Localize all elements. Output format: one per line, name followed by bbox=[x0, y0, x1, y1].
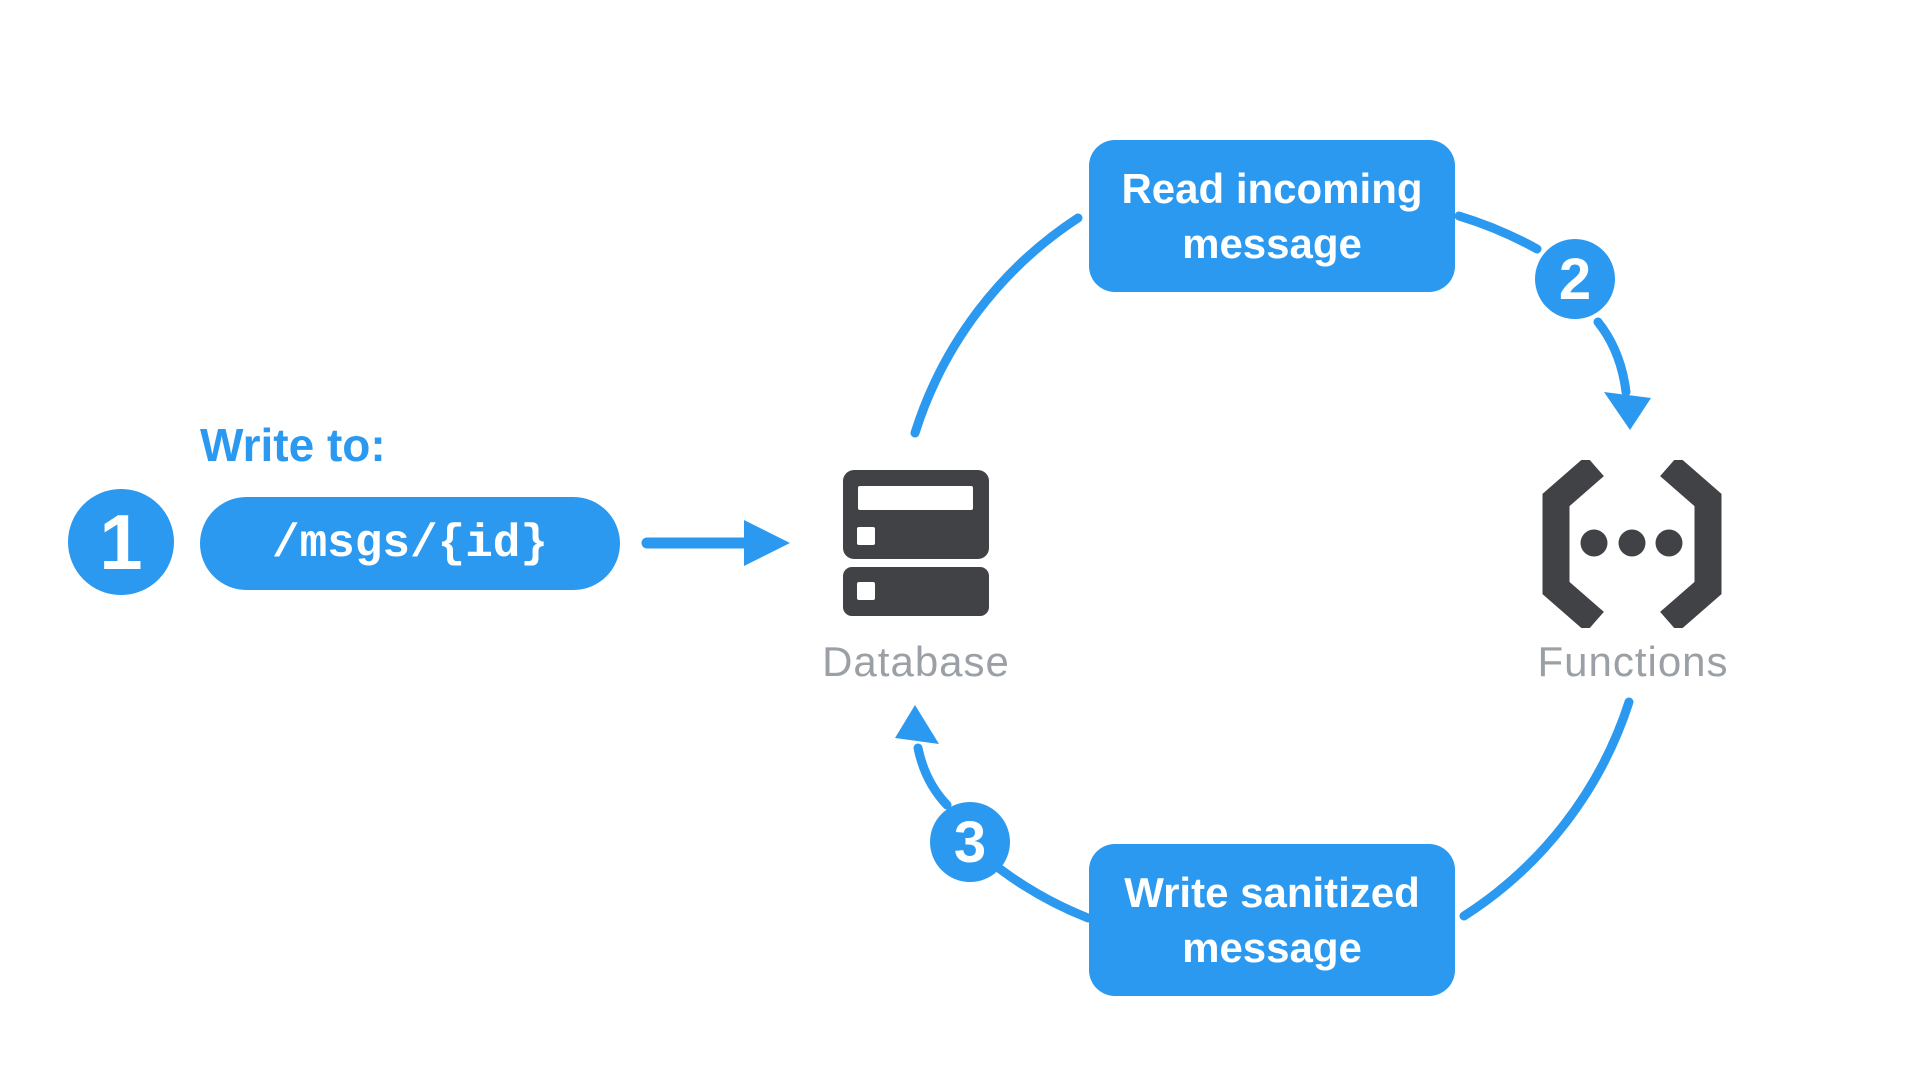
step-3-badge: 3 bbox=[930, 802, 1010, 882]
arrow-down-icon bbox=[1604, 392, 1651, 430]
database-icon bbox=[843, 470, 989, 616]
database-path-pill: /msgs/{id} bbox=[200, 497, 620, 590]
write-sanitized-message-box: Write sanitized message bbox=[1089, 844, 1455, 996]
read-incoming-message-text: Read incoming message bbox=[1121, 164, 1423, 267]
step-2-badge: 2 bbox=[1535, 239, 1615, 319]
step-1-number: 1 bbox=[99, 497, 143, 586]
database-path-text: /msgs/{id} bbox=[271, 517, 549, 570]
arc-database-to-read bbox=[910, 213, 1083, 438]
arc-badge3-to-database bbox=[913, 743, 952, 810]
step-1-badge: 1 bbox=[68, 489, 174, 595]
database-label: Database bbox=[822, 638, 1010, 685]
functions-icon bbox=[1542, 460, 1722, 628]
arc-read-to-badge2 bbox=[1454, 211, 1542, 254]
arc-write-to-badge3 bbox=[995, 864, 1093, 923]
arc-badge2-to-functions bbox=[1593, 317, 1631, 397]
arrow-right-icon bbox=[744, 520, 790, 566]
arc-functions-to-write bbox=[1459, 697, 1634, 921]
functions-label: Functions bbox=[1537, 638, 1729, 685]
arrow-up-icon bbox=[895, 705, 939, 744]
step-2-number: 2 bbox=[1558, 246, 1592, 312]
read-incoming-message-box: Read incoming message bbox=[1089, 140, 1455, 292]
write-to-label: Write to: bbox=[200, 419, 386, 471]
write-sanitized-message-text: Write sanitized message bbox=[1124, 868, 1420, 971]
step-3-number: 3 bbox=[953, 809, 987, 875]
